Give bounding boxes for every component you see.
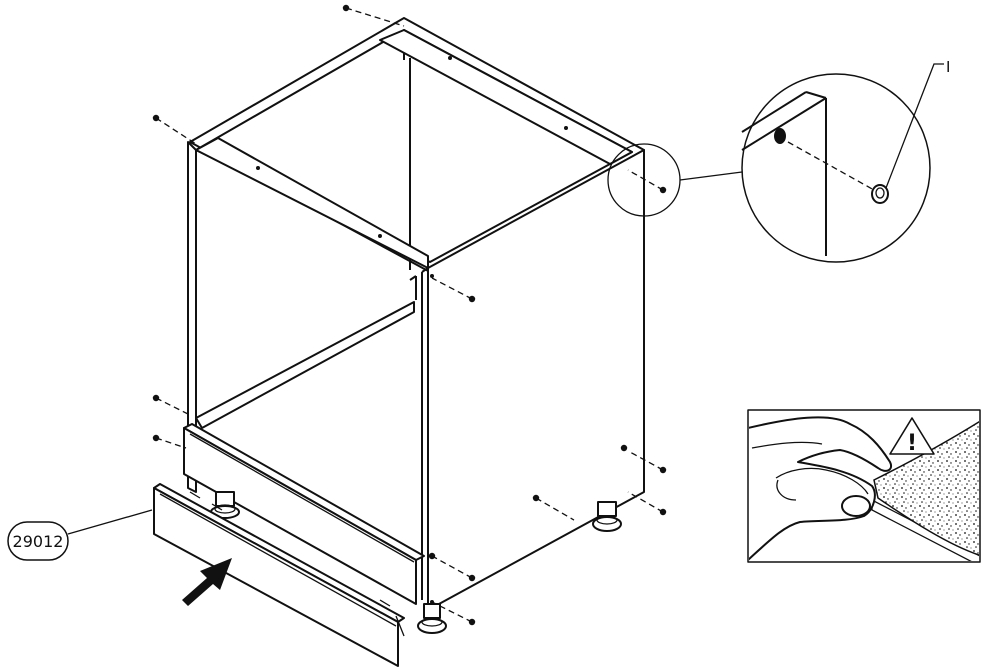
screw-icon <box>152 434 160 442</box>
hole-dot <box>564 126 568 130</box>
warning-icon: ! <box>889 417 935 456</box>
hole-dot <box>378 234 382 238</box>
detail-label: I <box>946 58 950 76</box>
insertion-line <box>535 497 575 521</box>
screw-icon <box>468 295 476 303</box>
right-side-panel <box>427 149 645 611</box>
cam-cap-icon <box>871 184 889 204</box>
part-number-label: 29012 <box>13 532 64 551</box>
screw-icon <box>659 508 667 516</box>
hole-dot <box>430 600 434 604</box>
insertion-line <box>629 451 664 471</box>
plinth-kickboard <box>153 483 405 667</box>
leg-back-right <box>592 501 622 532</box>
part-number-callout: 29012 <box>7 509 153 561</box>
hole-dot <box>256 166 260 170</box>
leg-front-right <box>417 603 447 634</box>
insertion-line <box>431 277 473 300</box>
insertion-line <box>155 397 189 415</box>
top-front-rail <box>195 137 429 269</box>
detail-screw-hole <box>774 128 786 144</box>
hand-icon <box>749 416 892 561</box>
detail-panel-edge <box>741 91 827 256</box>
screw-icon <box>468 574 476 582</box>
insertion-line <box>431 555 473 579</box>
screw-icon <box>659 466 667 474</box>
insertion-line <box>155 437 187 449</box>
insertion-line <box>627 169 664 191</box>
screw-icon <box>152 394 160 402</box>
screw-icon <box>342 4 350 12</box>
protective-film <box>873 420 979 556</box>
svg-text:!: ! <box>907 431 917 456</box>
back-panel <box>189 17 645 273</box>
push-arrow-icon <box>182 558 232 606</box>
film-peel-detail: ! <box>747 409 981 563</box>
left-side-panel <box>187 141 197 493</box>
insertion-line <box>345 7 405 27</box>
screw-icon <box>468 618 476 626</box>
hole-dot <box>430 274 434 278</box>
cabinet-bottom <box>195 301 415 429</box>
screw-icon <box>620 444 628 452</box>
insertion-line <box>155 117 197 145</box>
bottom-front-rail <box>183 423 425 605</box>
insertion-line <box>627 491 664 513</box>
insertion-line <box>431 601 473 623</box>
top-back-rail <box>379 29 633 165</box>
screw-icon <box>152 114 160 122</box>
hole-dot <box>448 56 452 60</box>
screw-icon <box>659 186 667 194</box>
detail-magnifier: I <box>607 58 950 263</box>
screw-icon <box>532 494 540 502</box>
adjustable-legs <box>210 491 622 634</box>
cabinet-carcass <box>187 17 645 611</box>
screws <box>152 4 667 626</box>
